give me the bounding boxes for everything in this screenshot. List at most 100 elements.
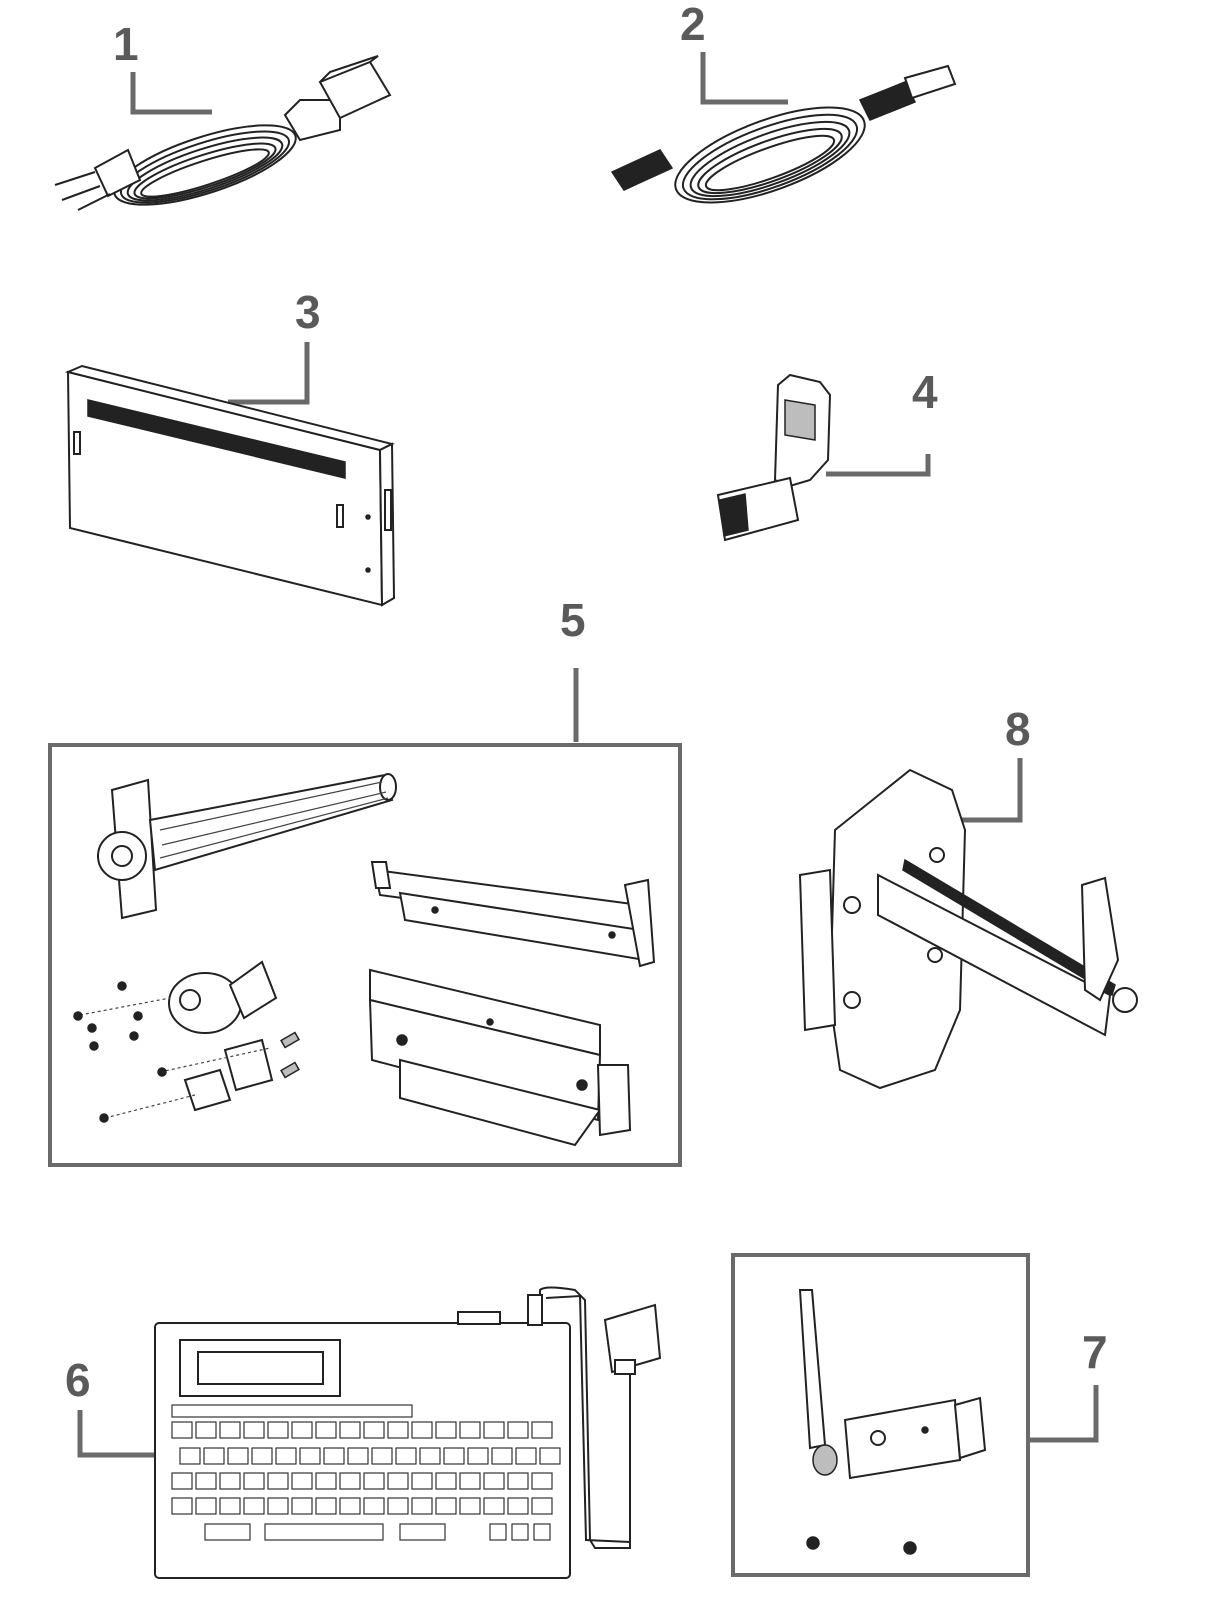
kdu-key [315,1472,337,1490]
kdu-key [347,1447,369,1465]
plate-hole [843,896,861,914]
kdu-key [195,1497,217,1515]
kdu-key [491,1447,513,1465]
kdu-key [531,1497,553,1515]
kdu-key [264,1523,384,1541]
kdu-key [195,1421,217,1439]
item-5-kit: 5 [48,594,682,1167]
kdu-top-port [457,1311,501,1325]
leader-2 [700,52,788,105]
kdu-key [387,1472,409,1490]
motor-assembly [73,960,300,1123]
board-screw [921,1426,929,1434]
kdu-key [243,1472,265,1490]
peeler-housing [368,968,632,1147]
leader-1 [130,72,212,115]
kdu-key [435,1421,457,1439]
callout-8: 8 [1005,703,1031,755]
kdu-cable-socket [527,1294,543,1326]
callout-2: 2 [680,0,706,50]
kdu-key [533,1523,551,1541]
rewinder-lever [1080,876,1120,1002]
kdu-key [459,1472,481,1490]
callout-1: 1 [113,18,139,70]
cutter-screw [365,514,371,520]
board-hole [870,1430,886,1446]
kdu-key [399,1523,446,1541]
kdu-key [243,1421,265,1439]
kdu-key [291,1421,313,1439]
item-7-wireless-module: 7 [731,1253,1108,1577]
leader-4 [826,454,931,477]
kdu-key [395,1447,417,1465]
kdu-key-strip [171,1404,413,1418]
kdu-keypad [171,1404,561,1541]
kdu-key [411,1497,433,1515]
plate-hole [929,847,945,863]
kdu-key [467,1447,489,1465]
adapter-label [784,399,816,441]
kdu-key [204,1523,251,1541]
mount-screw [903,1541,917,1555]
kdu-key [363,1421,385,1439]
kdu-db9-connector [603,1303,662,1374]
callout-4: 4 [912,366,938,418]
kdu-key [411,1472,433,1490]
kdu-key [195,1472,217,1490]
rewinder-bar [877,873,1112,1037]
kdu-key [489,1523,507,1541]
kdu-key [507,1472,529,1490]
kdu-key [511,1523,529,1541]
kdu-key [323,1447,345,1465]
item-1-power-cord: 1 [54,18,392,211]
kdu-key [531,1472,553,1490]
kdu-key [267,1472,289,1490]
kdu-key [371,1447,393,1465]
cutter-tab-right [336,504,344,528]
antenna-base [812,1444,838,1476]
kdu-key [291,1497,313,1515]
item-2-usb-cable: 2 [610,0,957,204]
power-cord-coil [113,124,297,206]
kdu-key [363,1472,385,1490]
cutter-tab-left [73,431,81,455]
leader-3 [228,342,310,405]
usb-cable-coil [674,106,866,204]
cutter-screw [365,567,371,573]
board-connector [953,1396,987,1460]
kdu-key [275,1447,297,1465]
kdu-key [459,1421,481,1439]
leader-7 [1030,1385,1099,1443]
kdu-key [171,1421,193,1439]
item-8-rewinder: 8 [798,703,1138,1090]
kdu-key [339,1497,361,1515]
item-5-frame [48,743,682,1167]
kdu-key [267,1497,289,1515]
kdu-key [267,1421,289,1439]
kdu-key [227,1447,249,1465]
kdu-key [179,1447,201,1465]
callout-6: 6 [65,1354,91,1406]
adapter-db9-port [719,493,749,537]
kdu-key [291,1472,313,1490]
callout-3: 3 [295,286,321,338]
kdu-key [203,1447,225,1465]
antenna-rod [798,1289,827,1450]
item-6-keyboard-display-unit: 6 [65,1286,662,1579]
kdu-key [339,1421,361,1439]
kdu-key [219,1421,241,1439]
mount-screw [806,1536,820,1550]
leader-8 [955,758,1023,823]
item-4-adapter: 4 [716,366,938,542]
kdu-key [419,1447,441,1465]
kdu-key [539,1447,561,1465]
usb-a-plug [858,64,957,121]
rewinder-knob [1112,987,1138,1013]
item-7-frame [731,1253,1030,1577]
kdu-cable [539,1286,631,1549]
kdu-key [435,1472,457,1490]
kdu-key [483,1472,505,1490]
cutter-slot [87,399,346,479]
kdu-key [251,1447,273,1465]
